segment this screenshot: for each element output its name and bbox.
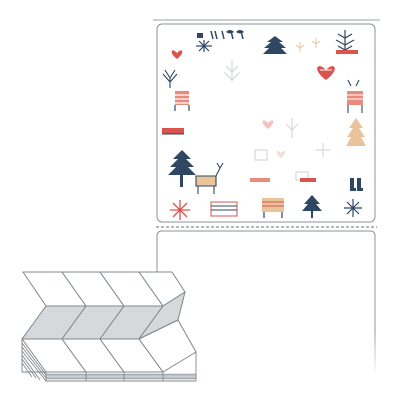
faint-heart-icon [276,150,286,158]
blank-label [150,230,390,375]
sprig-icon [162,69,178,88]
tree-icon [263,36,287,54]
fanfold-stack [21,271,197,382]
sprig-icon [295,38,321,52]
house-icon [210,201,238,217]
tree-icon [346,118,366,146]
reindeer-icon [195,162,224,194]
stack-edges [21,339,197,382]
patterned-label [156,23,376,223]
hedgehog-icon [262,198,284,218]
snowflake-icon [196,40,212,52]
strip-bottom [21,319,197,373]
heart-icon [262,120,274,129]
pattern-band [336,50,358,54]
pattern-band [250,178,316,182]
heart-icon [171,50,183,59]
snowflake-icon [344,199,362,217]
strip-middle [21,291,186,340]
pattern-band [162,128,184,135]
snowflake-icon [170,200,190,220]
heart-icon [317,66,335,80]
tree-icon [168,150,196,187]
reindeer-icon [347,79,363,113]
reindeer-icon [174,91,190,111]
tree-icon [302,195,322,218]
bird-icon [197,30,244,40]
strip-top [22,271,186,307]
stack-layers [46,373,196,380]
boots-icon [350,178,363,191]
